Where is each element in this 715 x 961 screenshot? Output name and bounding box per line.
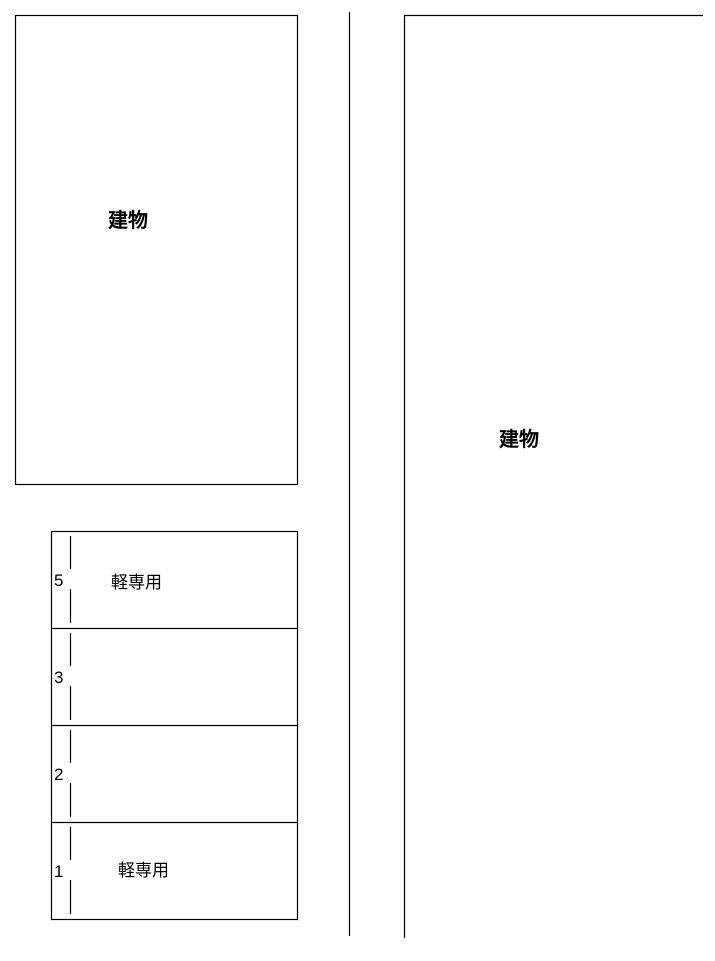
left-building-label: 建物 [108,208,148,232]
slot-number: 5 [54,571,63,590]
slot-note: 軽専用 [111,573,162,593]
slot-number: 1 [54,862,63,881]
right-building-label: 建物 [499,427,539,451]
left-building [14,14,299,486]
right-building [403,14,703,938]
slot-number: 3 [54,668,63,687]
slot-note: 軽専用 [118,861,169,881]
slot-number: 2 [54,765,63,784]
